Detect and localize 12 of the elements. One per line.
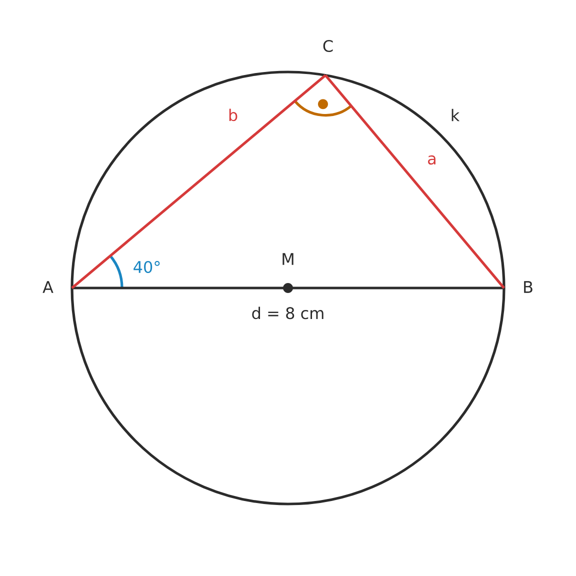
edge-label: d = 8 cm [252, 306, 324, 320]
line-segment [324, 74, 505, 289]
point-label: M [282, 253, 294, 293]
line-segment [72, 286, 504, 290]
point-label: B [524, 281, 532, 293]
angle-label: 40° [134, 260, 160, 274]
edge-label: b [229, 108, 238, 122]
circle-label: k [452, 108, 460, 122]
edge-label: a [428, 155, 436, 165]
line-segment [71, 74, 326, 289]
point-label: A [42, 281, 54, 293]
point-label: C [323, 40, 333, 52]
